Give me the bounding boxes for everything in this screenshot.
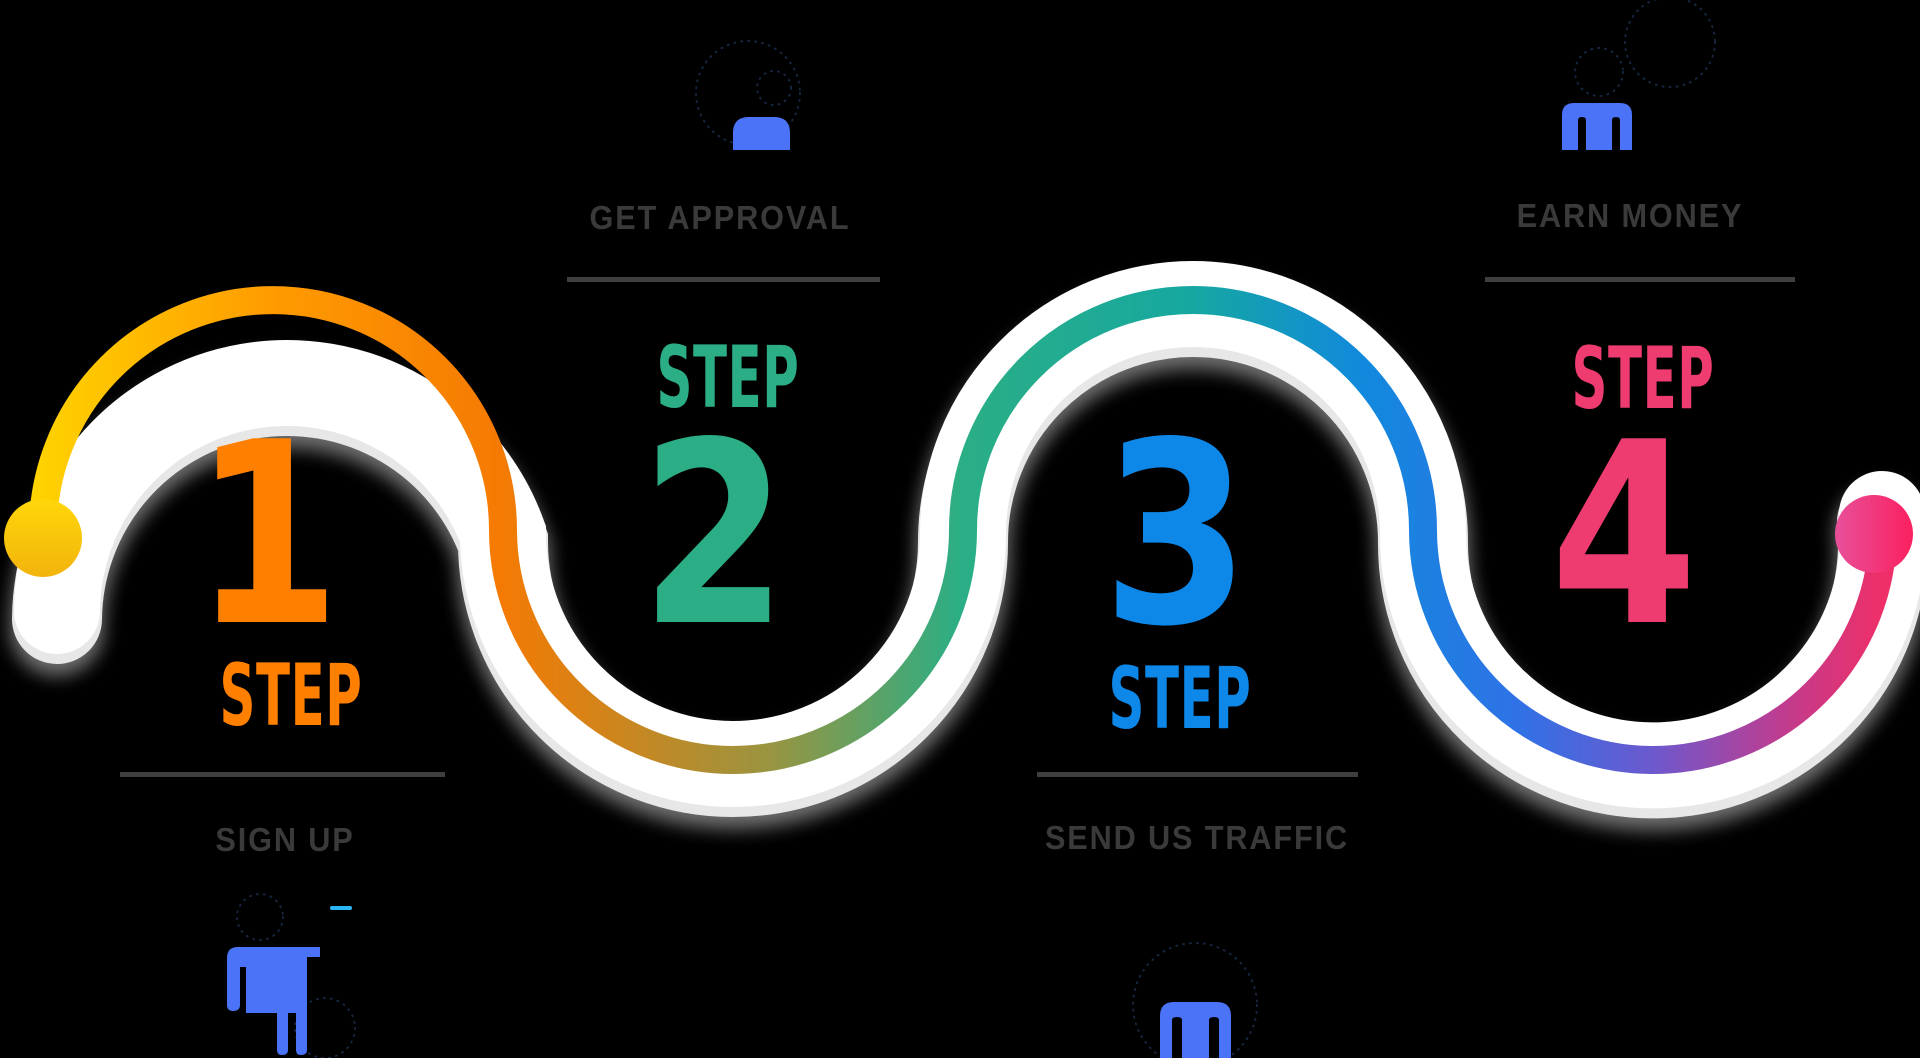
approval-person-body [733, 117, 790, 150]
signup-pencil-accent [330, 906, 352, 910]
step-3-divider [1037, 772, 1358, 777]
step-4-word: STEP [1571, 329, 1715, 429]
money-head-outline [1574, 47, 1624, 97]
step-4-number: 4 [1550, 389, 1698, 682]
step-1-number: 1 [193, 389, 341, 682]
traffic-person-icon [1132, 942, 1258, 1058]
approval-head-outline [756, 70, 792, 106]
end-dot [1835, 495, 1913, 573]
step-2-divider [567, 277, 880, 282]
money-person-body [1562, 103, 1632, 150]
step-4-divider [1485, 277, 1795, 282]
money-dollar-outline [1624, 0, 1716, 88]
signup-detail-outline [294, 997, 356, 1058]
step-1-title: SIGN UP [215, 821, 355, 858]
step-3-title: SEND US TRAFFIC [1044, 819, 1350, 856]
step-2-title: GET APPROVAL [589, 199, 851, 236]
step-2-word: STEP [656, 328, 800, 428]
traffic-globe-outline [1132, 942, 1258, 1058]
step-2-number: 2 [640, 389, 788, 682]
money-person-icon [1562, 0, 1716, 150]
start-dot [4, 499, 82, 577]
approval-person-icon [695, 40, 801, 150]
step-3-number: 3 [1102, 389, 1250, 682]
signup-arm-bar [238, 947, 320, 957]
step-1-divider [120, 772, 445, 777]
step-1-word: STEP [219, 646, 363, 746]
signup-person-icon [227, 893, 356, 1058]
signup-head-outline [236, 893, 284, 941]
step-4-title: EARN MONEY [1516, 197, 1744, 234]
step-3-word: STEP [1108, 649, 1252, 749]
wave-gradient-line [29, 286, 1897, 774]
traffic-person-body [1160, 1002, 1231, 1058]
approval-badge-outline [695, 40, 801, 146]
signup-person-body [227, 947, 320, 1055]
